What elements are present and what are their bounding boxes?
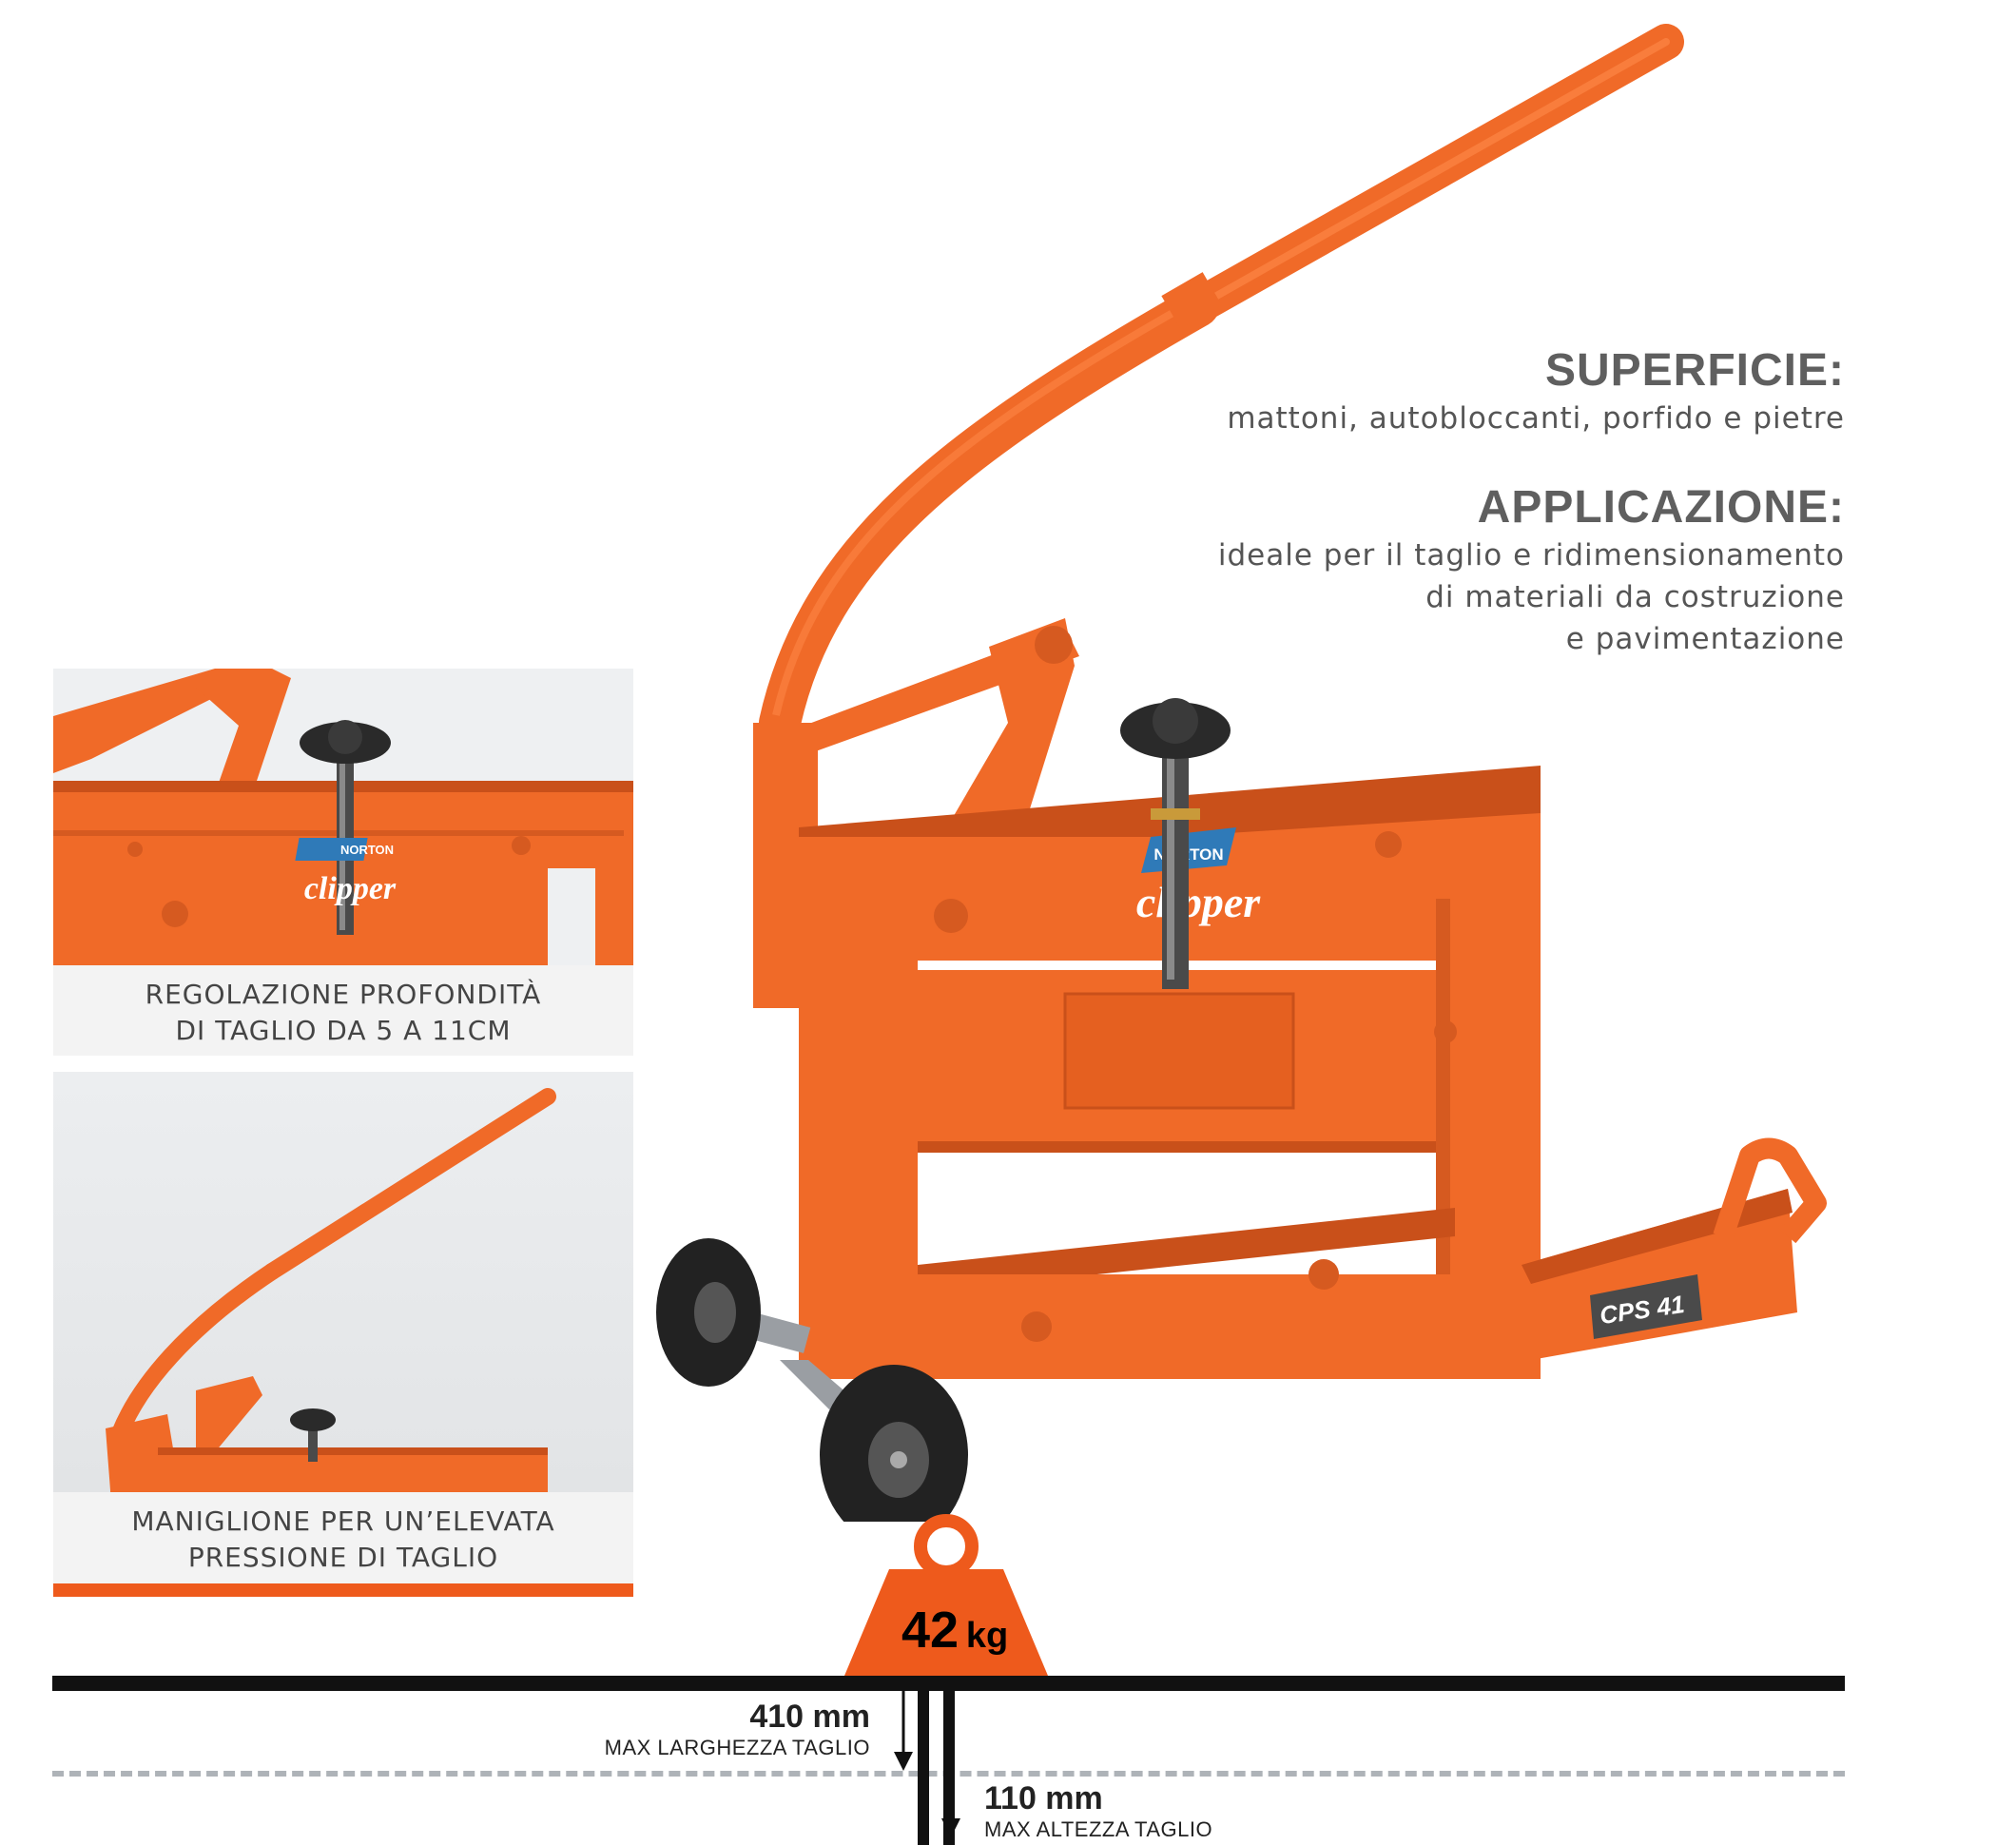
superficie-title: SUPERFICIE: (1544, 345, 1845, 396)
height-measure: 110 mm MAX ALTEZZA TAGLIO (984, 1780, 1212, 1842)
applicazione-line-2: di materiali da costruzione (1425, 580, 1845, 614)
feature-handle: MANIGLIONE PER UN’ELEVATA PRESSIONE DI T… (53, 1072, 633, 1597)
height-label: MAX ALTEZZA TAGLIO (984, 1817, 1213, 1841)
handle-caption-line-1: MANIGLIONE PER UN’ELEVATA (131, 1505, 555, 1537)
width-measure: 410 mm MAX LARGHEZZA TAGLIO (605, 1699, 870, 1760)
machine-brand-text: clipper (1136, 878, 1261, 926)
handle-photo (53, 1072, 633, 1492)
depth-caption-line-2: DI TAGLIO DA 5 A 11CM (175, 1015, 512, 1046)
width-label: MAX LARGHEZZA TAGLIO (604, 1736, 870, 1759)
depth-adjust-photo: NORTON clipper (53, 669, 633, 965)
handle-caption: MANIGLIONE PER UN’ELEVATA PRESSIONE DI T… (53, 1492, 633, 1576)
spec-block: SUPERFICIE: mattoni, autobloccanti, porf… (989, 344, 1845, 660)
depth-screw (1162, 742, 1189, 989)
superficie-text: mattoni, autobloccanti, porfido e pietre (1227, 401, 1845, 436)
depth-photo-brand-text: clipper (304, 871, 397, 906)
depth-caption-line-1: REGOLAZIONE PROFONDITÀ (145, 979, 542, 1010)
weight-icon: 42 kg (844, 1514, 1048, 1676)
height-value: 110 mm (984, 1780, 1103, 1816)
applicazione-line-1: ideale per il taglio e ridimensionamento (1217, 538, 1845, 573)
applicazione-title: APPLICAZIONE: (1477, 482, 1845, 533)
weight-value: 42 (901, 1602, 959, 1659)
handle-caption-line-2: PRESSIONE DI TAGLIO (187, 1542, 499, 1573)
depth-photo-badge-text: NORTON (340, 843, 394, 857)
feature-depth-adjust: NORTON clipper REGOLAZIONE PROFONDITÀ DI… (53, 669, 633, 1056)
applicazione-line-3: e pavimentazione (1565, 622, 1845, 656)
width-value: 410 mm (749, 1699, 870, 1735)
height-arrow-icon (941, 1689, 960, 1837)
depth-adjust-caption: REGOLAZIONE PROFONDITÀ DI TAGLIO DA 5 A … (53, 965, 633, 1049)
weight-unit: kg (966, 1616, 1008, 1656)
width-arrow-icon (894, 1689, 913, 1771)
handle-accent-bar (53, 1583, 633, 1597)
height-bar-left (918, 1683, 929, 1845)
stone-cutter-machine: CPS 41 NORTON clipper (656, 24, 1827, 1522)
